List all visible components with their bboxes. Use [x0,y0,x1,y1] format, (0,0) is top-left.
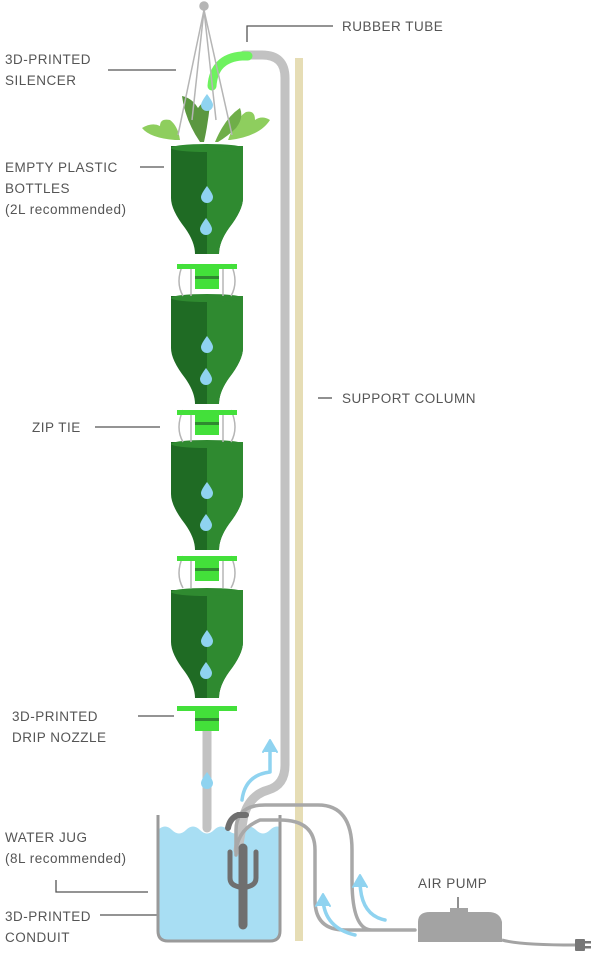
airflow-arrows [240,739,387,937]
drip-nozzle [177,706,237,731]
label-air-pump: AIR PUMP [418,876,488,891]
water-drop-icon [200,218,212,235]
plant-leaf-icon [215,108,242,142]
water-drop-icon [200,662,212,679]
air-hose [234,803,417,932]
power-cord [501,938,576,947]
water-drop-icon [201,336,213,353]
bottle-connector [177,556,237,581]
water-body [158,826,280,941]
plastic-bottle [171,588,243,698]
air-pump [418,908,591,951]
label-bottles: EMPTY PLASTIC BOTTLES (2L recommended) [5,160,127,217]
bottle-connector [177,264,237,289]
leader-rubber-tube [246,25,333,42]
hanger [177,1,233,136]
label-zip-tie: ZIP TIE [32,420,81,435]
silencer [207,51,253,91]
label-rubber-tube: RUBBER TUBE [342,19,444,34]
plastic-bottle [171,144,243,254]
label-silencer: 3D-PRINTED SILENCER [5,52,92,88]
leader-water-jug [55,880,148,893]
bottle-tower [171,94,243,789]
airflow-arrow-icon [315,893,357,937]
water-drop-icon [201,630,213,647]
water-jug [156,815,282,943]
label-drip-nozzle: 3D-PRINTED DRIP NOZZLE [12,709,107,745]
plant-leaf-icon [228,111,270,140]
label-conduit: 3D-PRINTED CONDUIT [5,909,92,945]
plant-leaf-icon [142,119,180,140]
airflow-arrow-icon [240,739,278,802]
plastic-bottle [171,294,243,404]
label-water-jug: WATER JUG (8L recommended) [5,830,127,866]
water-drop-icon [201,772,213,789]
water-drop-icon [201,482,213,499]
plastic-bottle [171,440,243,550]
label-support-column: SUPPORT COLUMN [342,391,477,406]
water-drop-icon [201,186,213,203]
water-drop-icon [200,514,212,531]
airflow-arrow-icon [352,874,387,922]
support-column [295,58,303,941]
conduit [225,812,259,930]
water-drop-icon [200,368,212,385]
jug-outline [156,815,282,943]
power-plug-icon [575,939,591,951]
water-drop-icon [201,94,213,111]
bottle-connector [177,410,237,435]
